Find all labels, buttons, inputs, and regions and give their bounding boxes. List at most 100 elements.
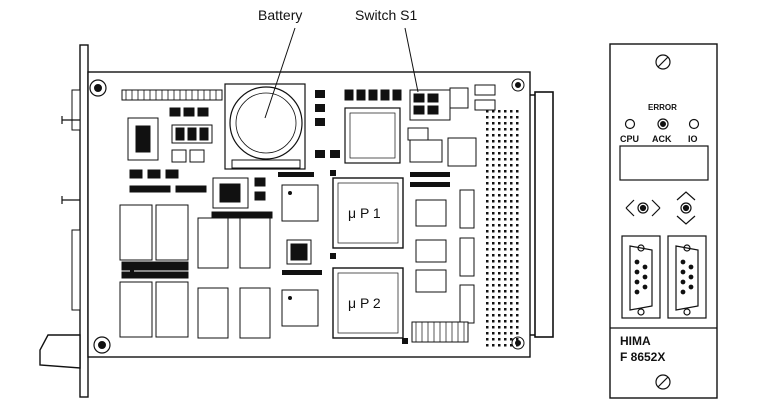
pin-dot bbox=[486, 158, 489, 161]
memory-bank-lower bbox=[119, 271, 271, 339]
pin-dot bbox=[504, 242, 507, 245]
pin-dot bbox=[504, 266, 507, 269]
pin-dot bbox=[498, 188, 501, 191]
pin-dot bbox=[492, 236, 495, 239]
pin-dot bbox=[510, 284, 513, 287]
pin-dot bbox=[516, 266, 519, 269]
pin-dot bbox=[492, 296, 495, 299]
pin-dot bbox=[510, 110, 513, 113]
pin-dot bbox=[486, 110, 489, 113]
pin-dot bbox=[516, 122, 519, 125]
pin-dot bbox=[504, 182, 507, 185]
pin-dot bbox=[498, 284, 501, 287]
front-panel bbox=[609, 43, 718, 399]
pin-dot bbox=[504, 284, 507, 287]
board-handle bbox=[39, 334, 81, 369]
screw-icon bbox=[655, 54, 671, 70]
pin-dot bbox=[510, 260, 513, 263]
pin-dot bbox=[486, 212, 489, 215]
pin-dot bbox=[510, 320, 513, 323]
pin-dot bbox=[498, 224, 501, 227]
pin-dot bbox=[498, 230, 501, 233]
pin-dot bbox=[498, 200, 501, 203]
pin-dot bbox=[486, 224, 489, 227]
pin-dot bbox=[510, 278, 513, 281]
screw-icon bbox=[655, 374, 671, 390]
pin-dot bbox=[498, 326, 501, 329]
pin-dot bbox=[510, 146, 513, 149]
pin-dot bbox=[504, 338, 507, 341]
backplane-connector bbox=[534, 91, 554, 338]
pin-dot bbox=[504, 212, 507, 215]
pin-dot bbox=[510, 188, 513, 191]
pin-dot bbox=[492, 266, 495, 269]
pin-dot bbox=[486, 266, 489, 269]
pin-dot bbox=[510, 164, 513, 167]
pin-dot bbox=[498, 206, 501, 209]
pin-dot bbox=[486, 182, 489, 185]
pin-dot bbox=[516, 326, 519, 329]
pin-dot bbox=[486, 332, 489, 335]
sub-d-connector-icon bbox=[667, 235, 707, 319]
led-icon bbox=[657, 118, 669, 130]
callout-lines bbox=[264, 27, 419, 119]
pin-dot bbox=[492, 284, 495, 287]
pin-dot bbox=[504, 224, 507, 227]
ack-led-label: ACK bbox=[652, 134, 672, 144]
battery-label: Battery bbox=[258, 7, 302, 23]
mounting-hole-bl bbox=[93, 336, 111, 354]
pin-dot bbox=[504, 290, 507, 293]
rail-pin-1 bbox=[61, 116, 80, 124]
pin-dot bbox=[516, 212, 519, 215]
pin-dot bbox=[492, 140, 495, 143]
pin-dot bbox=[498, 140, 501, 143]
pin-dot bbox=[486, 128, 489, 131]
pin-dot bbox=[516, 146, 519, 149]
pin-dot bbox=[516, 296, 519, 299]
pin-dot bbox=[486, 302, 489, 305]
pin-dot bbox=[498, 248, 501, 251]
pin-dot bbox=[492, 182, 495, 185]
pin-dot bbox=[510, 128, 513, 131]
display-window bbox=[619, 145, 709, 181]
pin-dot bbox=[492, 176, 495, 179]
pin-dot bbox=[510, 134, 513, 137]
pin-dot bbox=[504, 230, 507, 233]
pin-dot bbox=[510, 272, 513, 275]
pin-dot bbox=[516, 254, 519, 257]
cpu-2 bbox=[332, 267, 404, 339]
pin-dot bbox=[516, 260, 519, 263]
pin-dot bbox=[498, 344, 501, 347]
cpu-1 bbox=[332, 177, 404, 249]
pin-dot bbox=[498, 272, 501, 275]
pin-dot bbox=[498, 320, 501, 323]
pin-dot bbox=[492, 128, 495, 131]
pin-dot bbox=[486, 296, 489, 299]
pin-dot bbox=[498, 134, 501, 137]
pin-dot bbox=[492, 338, 495, 341]
pin-dot bbox=[498, 296, 501, 299]
pin-dot bbox=[486, 152, 489, 155]
pin-dot bbox=[510, 170, 513, 173]
pin-grid-right bbox=[486, 110, 519, 347]
pin-dot bbox=[486, 194, 489, 197]
pin-dot bbox=[516, 248, 519, 251]
pin-dot bbox=[516, 284, 519, 287]
pin-dot bbox=[516, 242, 519, 245]
front-rail bbox=[79, 44, 89, 398]
front-panel-outline bbox=[609, 43, 718, 399]
pin-dot bbox=[516, 128, 519, 131]
pin-dot bbox=[504, 320, 507, 323]
pin-dot bbox=[486, 248, 489, 251]
pin-dot bbox=[504, 134, 507, 137]
pin-dot bbox=[510, 242, 513, 245]
pin-dot bbox=[486, 326, 489, 329]
pin-dot bbox=[504, 164, 507, 167]
pin-dot bbox=[486, 134, 489, 137]
top-header bbox=[121, 89, 223, 101]
pin-dot bbox=[504, 314, 507, 317]
pin-dot bbox=[486, 290, 489, 293]
pin-dot bbox=[516, 176, 519, 179]
pin-dot bbox=[504, 128, 507, 131]
pin-dot bbox=[516, 194, 519, 197]
